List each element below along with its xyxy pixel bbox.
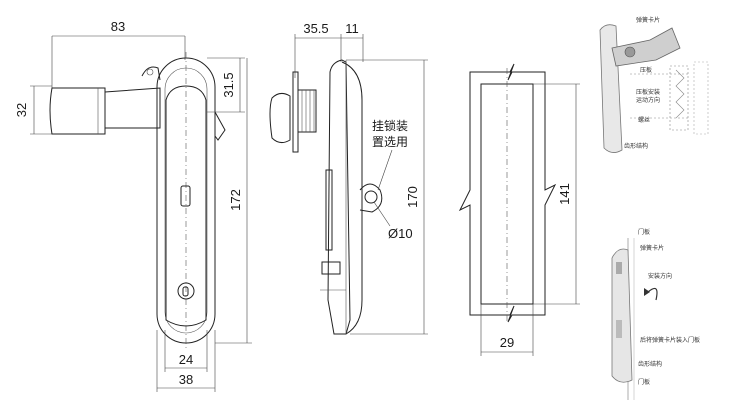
photo-top-label-install-1: 压板安装	[636, 88, 660, 96]
dim-label-31-5: 31.5	[221, 72, 236, 97]
handle-arm	[104, 87, 161, 129]
photo-top-label-install-2: 运动方向	[636, 96, 660, 104]
cutout-view: 141 29	[458, 63, 580, 356]
side-shaft	[297, 89, 317, 133]
dim-label-24: 24	[179, 352, 193, 367]
photo-bottom-label-spring-clip: 弹簧卡片	[640, 244, 664, 252]
photo-top: 弹簧卡片 压板 压板安装 运动方向 螺丝 齿形结构	[599, 16, 709, 153]
dim-label-141: 141	[557, 183, 572, 205]
side-view: 35.5 11 挂锁装 置选用 Ø10 170	[269, 21, 428, 335]
dim-label-29: 29	[500, 335, 514, 350]
dim-label-172: 172	[228, 189, 243, 211]
dim-label-32: 32	[14, 103, 29, 117]
side-plate	[327, 59, 351, 335]
padlock-note-line2: 置选用	[372, 135, 408, 149]
indicator-slot	[180, 185, 191, 207]
photo-bottom-label-structure: 齿形结构	[638, 360, 662, 368]
side-tab	[214, 111, 226, 141]
photo-bottom: 门板 弹簧卡片 安装方向 后将弹簧卡片装入门板 齿形结构 门板	[611, 228, 700, 400]
dim-label-170: 170	[405, 186, 420, 208]
photo-bottom-label-instruction: 后将弹簧卡片装入门板	[640, 336, 700, 344]
photo-bottom-label-door-bottom: 门板	[638, 378, 650, 386]
side-handle	[341, 61, 363, 335]
door-panel	[458, 63, 557, 323]
padlock-ear	[359, 183, 383, 213]
padlock-hole	[364, 190, 378, 204]
handle-knob	[49, 87, 106, 135]
front-view: 83 32 31.5 17	[14, 19, 252, 392]
photo-top-label-structure: 齿形结构	[624, 142, 648, 150]
handle-ear	[141, 66, 161, 81]
dim-label-35-5: 35.5	[303, 21, 328, 36]
padlock-note-line1: 挂锁装	[372, 118, 408, 133]
photo-bottom-label-direction: 安装方向	[648, 272, 672, 280]
dim-label-83: 83	[111, 19, 125, 34]
photo-top-label-press-plate: 压板	[640, 66, 652, 74]
photo-top-label-spring-clip: 弹簧卡片	[636, 16, 660, 24]
side-flange	[292, 71, 299, 153]
dim-label-diameter-10: Ø10	[388, 226, 413, 241]
handle-lever	[165, 85, 207, 327]
side-knob	[269, 92, 291, 144]
photo-bottom-label-door: 门板	[638, 228, 650, 236]
photo-top-label-screw: 螺丝	[638, 116, 650, 124]
dim-label-11: 11	[345, 21, 359, 36]
side-bracket	[325, 169, 333, 251]
dim-label-38: 38	[179, 372, 193, 387]
side-latch	[321, 261, 341, 275]
keyhole	[177, 282, 195, 300]
